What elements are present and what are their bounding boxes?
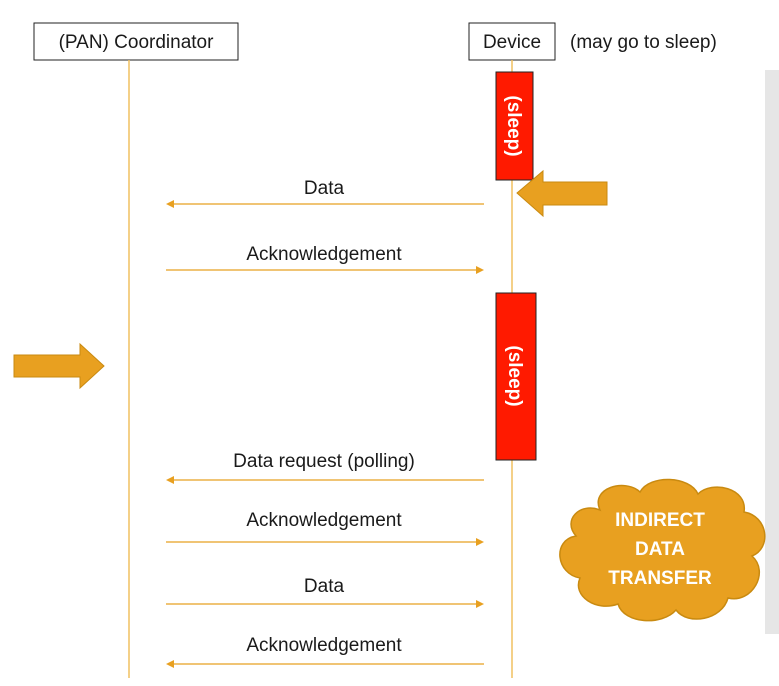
highlight-arrow-right [13,342,105,390]
message-1: Data [166,178,484,208]
cloud-line-2: DATA [635,539,685,560]
arrowhead [166,200,174,208]
cloud-line-3: TRANSFER [608,568,712,589]
message-3: Data request (polling) [166,451,484,484]
device-label: Device [483,32,541,53]
arrowhead [166,660,174,668]
message-4: Acknowledgement [166,510,484,546]
indirect-transfer-cloud: INDIRECT DATA TRANSFER [559,478,766,622]
highlight-arrow-left [516,169,608,218]
message-6: Acknowledgement [166,635,484,668]
message-label: Data request (polling) [233,451,415,472]
arrowhead [166,476,174,484]
cloud-line-1: INDIRECT [615,510,705,531]
sleep-bar-1: (sleep) [495,71,534,181]
sleep-label-1: (sleep) [503,95,524,156]
device-note: (may go to sleep) [570,32,717,53]
message-label: Data [304,178,345,199]
message-label: Acknowledgement [246,635,402,656]
arrowhead [476,600,484,608]
message-label: Acknowledgement [246,244,402,265]
coordinator-label: (PAN) Coordinator [59,32,215,53]
side-bar [765,70,779,634]
arrowhead [476,266,484,274]
message-label: Acknowledgement [246,510,402,531]
message-2: Acknowledgement [166,244,484,274]
participant-device: Device [468,22,556,61]
arrowhead [476,538,484,546]
sleep-bar-2: (sleep) [495,292,537,461]
sleep-label-2: (sleep) [504,345,525,406]
participant-coordinator: (PAN) Coordinator [33,22,239,61]
message-label: Data [304,576,345,597]
message-5: Data [166,576,484,608]
